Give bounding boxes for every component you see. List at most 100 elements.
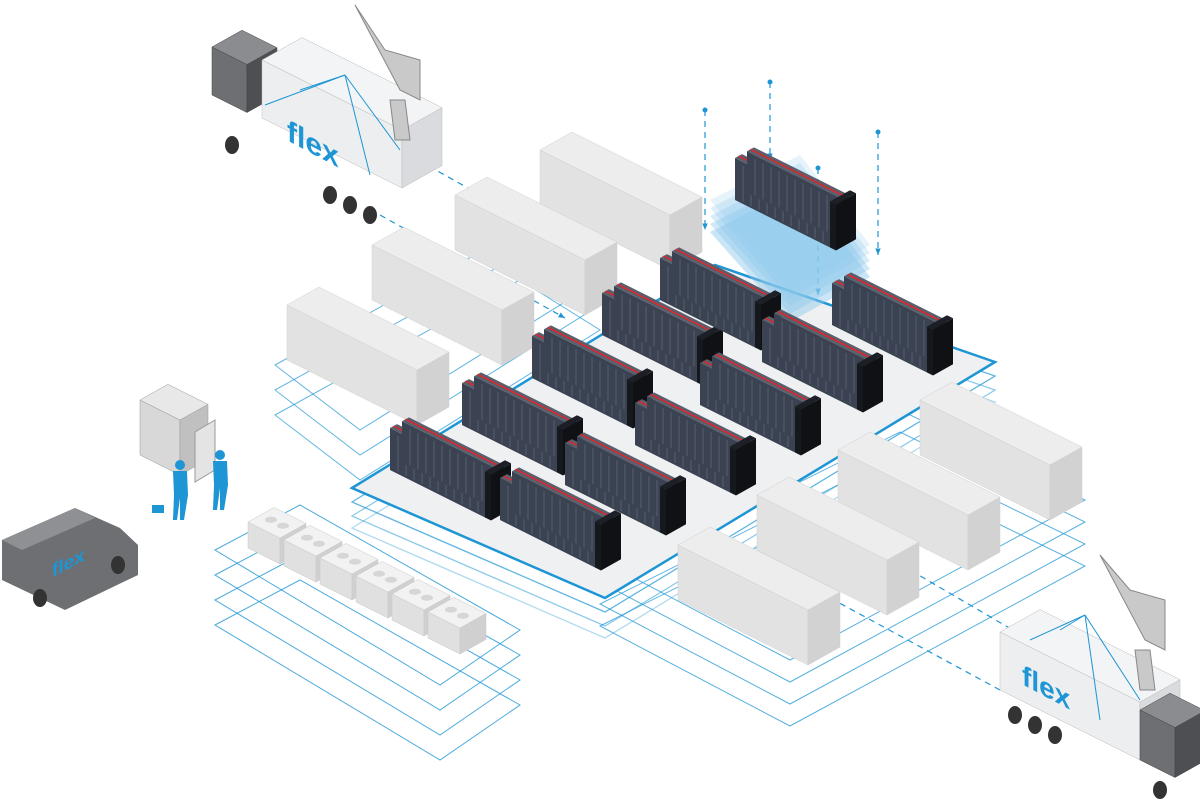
power-unit-top bbox=[927, 315, 953, 330]
crane-cable bbox=[344, 74, 401, 151]
power-unit bbox=[595, 510, 621, 571]
technicians bbox=[139, 384, 228, 520]
power-unit-top bbox=[627, 368, 653, 383]
shipping-container-top bbox=[919, 381, 1083, 466]
crane-cable bbox=[1059, 614, 1086, 631]
power-unit-top bbox=[595, 510, 621, 525]
truck-cab-top bbox=[211, 29, 278, 65]
power-unit-top bbox=[485, 460, 511, 475]
technician-body bbox=[213, 461, 228, 510]
crane-cable bbox=[344, 74, 371, 176]
power-unit bbox=[795, 395, 821, 456]
power-unit-front bbox=[857, 363, 863, 413]
chiller-fan bbox=[301, 534, 313, 541]
power-unit-side bbox=[863, 355, 883, 413]
power-unit bbox=[927, 315, 953, 376]
shipping-container-top bbox=[454, 176, 618, 261]
power-unit-front bbox=[660, 486, 666, 536]
chiller-fan bbox=[277, 522, 289, 529]
power-unit-top bbox=[830, 190, 856, 205]
crane bbox=[354, 4, 421, 141]
power-unit-front bbox=[730, 446, 736, 496]
cable-tray bbox=[405, 418, 501, 468]
chiller-fan bbox=[313, 540, 325, 547]
chiller-fan bbox=[373, 570, 385, 577]
chiller-units bbox=[247, 507, 487, 655]
shipping-container-top bbox=[371, 226, 535, 311]
cable-tray bbox=[715, 353, 811, 403]
electrical-cabinet-top bbox=[139, 384, 209, 421]
arrow-truck-to-container-right-lower bbox=[759, 559, 1001, 691]
shipping-container bbox=[756, 476, 920, 616]
technician-head bbox=[175, 460, 185, 470]
shipping-container bbox=[837, 431, 1001, 571]
container-layer-outline bbox=[598, 431, 1087, 683]
crane-cable bbox=[264, 74, 346, 106]
truck-wheel bbox=[1153, 781, 1167, 799]
truck-cab-right bbox=[1139, 692, 1200, 778]
shipping-container-top bbox=[837, 431, 1001, 516]
chiller-layer-outline bbox=[213, 579, 521, 761]
power-unit-top bbox=[795, 395, 821, 410]
technician-body bbox=[173, 471, 188, 520]
power-unit-top bbox=[730, 435, 756, 450]
chiller-fan bbox=[421, 594, 433, 601]
truck-wheel bbox=[1048, 726, 1062, 744]
power-unit-top bbox=[660, 475, 686, 490]
power-unit-top bbox=[557, 415, 583, 430]
cable-tray bbox=[675, 248, 771, 298]
power-unit-front bbox=[595, 521, 601, 571]
van-wheel bbox=[111, 556, 125, 574]
chiller-unit-top bbox=[355, 561, 415, 593]
power-unit-side bbox=[736, 438, 756, 496]
power-unit-front bbox=[755, 301, 761, 351]
chiller-fan bbox=[265, 516, 277, 523]
chiller-layer-outline bbox=[213, 554, 521, 736]
truck-cab-right-side bbox=[1174, 713, 1200, 778]
truck-wheel bbox=[343, 196, 357, 214]
cable-tray bbox=[847, 273, 943, 323]
cable-tray bbox=[547, 326, 643, 376]
chiller-fan bbox=[409, 588, 421, 595]
shipping-containers bbox=[286, 131, 1083, 666]
power-unit bbox=[730, 435, 756, 496]
power-unit-side bbox=[836, 193, 856, 251]
power-unit-side bbox=[666, 478, 686, 536]
truck-wheel bbox=[225, 136, 239, 154]
van-roof bbox=[2, 508, 95, 550]
chiller-unit-top bbox=[283, 525, 343, 557]
arrow-rack-drop-head bbox=[702, 223, 708, 230]
shipping-container bbox=[677, 526, 841, 666]
power-unit-side bbox=[601, 513, 621, 571]
power-unit-side bbox=[801, 398, 821, 456]
truck-wheel bbox=[363, 206, 377, 224]
chiller-unit-top bbox=[391, 579, 451, 611]
technician-head bbox=[215, 450, 225, 460]
lift-plate bbox=[710, 179, 870, 314]
cable-tray bbox=[777, 310, 873, 360]
power-unit bbox=[830, 190, 856, 251]
shipping-container bbox=[286, 286, 450, 426]
shipping-container-top bbox=[677, 526, 841, 611]
power-unit-front bbox=[557, 426, 563, 476]
truck-wheel bbox=[1028, 716, 1042, 734]
crane-cable bbox=[1029, 614, 1086, 641]
truck-cab-right-top bbox=[1139, 692, 1200, 728]
power-unit bbox=[857, 352, 883, 413]
chiller-fan bbox=[349, 558, 361, 565]
server-rack-rows bbox=[390, 147, 953, 571]
crane-cable bbox=[1084, 614, 1101, 721]
arrow-truck-to-container-lower-head bbox=[558, 312, 565, 318]
shipping-container bbox=[371, 226, 535, 366]
cable-tray bbox=[617, 283, 713, 333]
shipping-container bbox=[919, 381, 1083, 521]
cable-tray bbox=[477, 373, 573, 423]
shipping-container-top bbox=[756, 476, 920, 561]
cable-tray bbox=[650, 393, 746, 443]
truck-wheel bbox=[323, 186, 337, 204]
vehicles bbox=[2, 4, 1200, 799]
shipping-container-top bbox=[539, 131, 703, 216]
shipping-container bbox=[539, 131, 703, 271]
